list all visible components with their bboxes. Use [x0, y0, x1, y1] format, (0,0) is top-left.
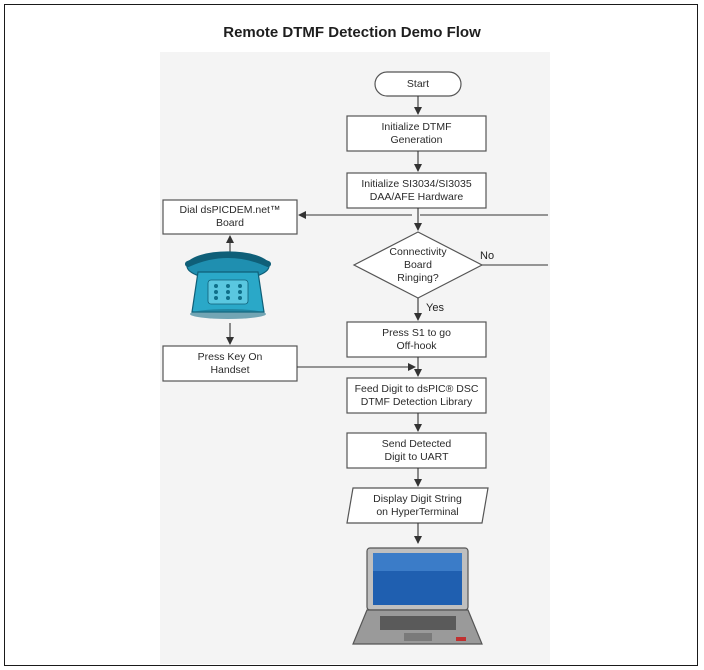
init-dtmf-box	[346, 115, 487, 152]
diagram-title: Remote DTMF Detection Demo Flow	[223, 24, 481, 41]
init-dtmf-label: Initialize DTMF Generation	[381, 120, 452, 146]
display-io-shape	[346, 487, 489, 524]
dial-label: Dial dsPICDEM.net™ Board	[179, 204, 281, 229]
send-box	[346, 432, 487, 469]
display-label: Display Digit String on HyperTerminal	[373, 492, 462, 518]
send-label: Send Detected Digit to UART	[381, 437, 452, 463]
offhook-box	[346, 321, 487, 358]
press-key-box	[162, 345, 298, 382]
feed-box	[346, 377, 487, 414]
yes-label: Yes	[426, 302, 444, 314]
press-key-label: Press Key On Handset	[197, 350, 263, 376]
decision-label: Connectivity Board Ringing?	[389, 245, 447, 284]
laptop-icon	[352, 547, 483, 645]
no-label: No	[480, 250, 495, 262]
feed-label: Feed Digit to dsPIC® DSC DTMF Detection …	[354, 382, 479, 408]
offhook-label: Press S1 to go Off-hook	[382, 326, 451, 352]
start-label: Start	[406, 77, 430, 90]
dial-box	[162, 199, 298, 235]
init-hw-label: Initialize SI3034/SI3035 DAA/AFE Hardwar…	[361, 177, 472, 203]
telephone-icon	[185, 251, 271, 319]
init-hw-box	[346, 172, 487, 209]
